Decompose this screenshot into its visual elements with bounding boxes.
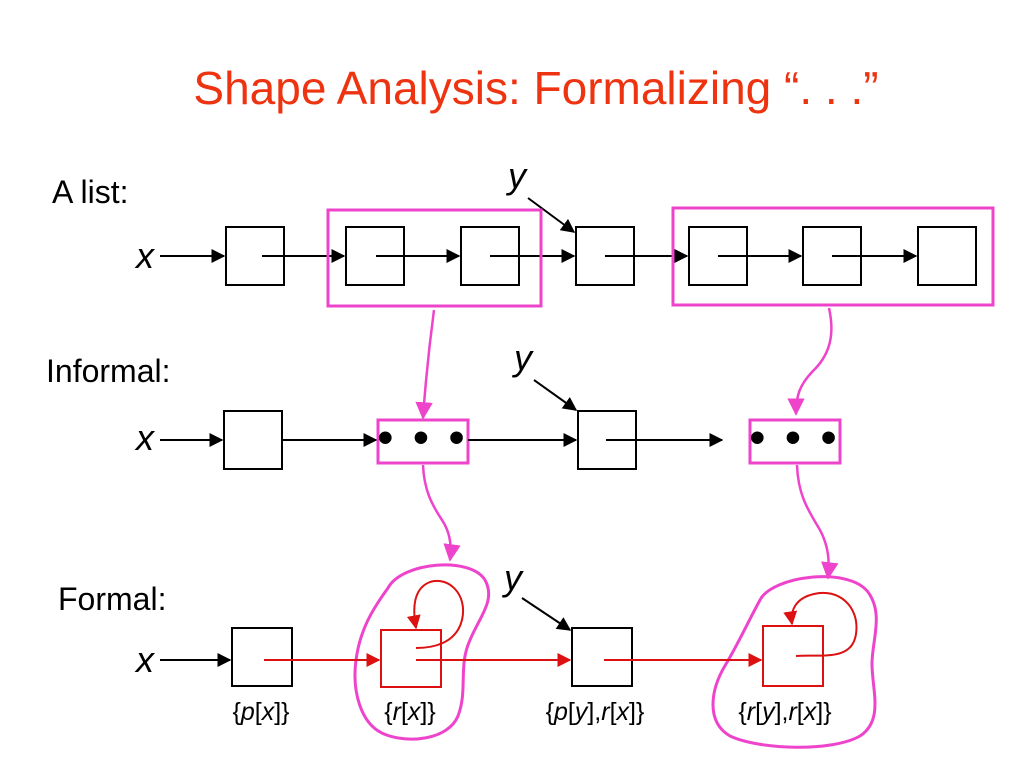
map-arrow-group2-to-dots2 (787, 307, 833, 416)
informal-var-x: x (134, 417, 156, 458)
annotation-variable: y (760, 698, 776, 726)
formal-row: Formal: x y {p[x]} {r[x]} {p[y],r[x]} {r… (58, 557, 878, 749)
annotation-symbol: [ (401, 698, 408, 726)
annotation-symbol: { (384, 698, 392, 726)
annotation-symbol: ] (274, 698, 281, 726)
annotation-symbol: [ (568, 698, 575, 726)
map-arrow-group1-to-dots1 (415, 309, 436, 420)
informal-dots-box-2 (748, 418, 842, 465)
annotation-symbol: { (546, 698, 554, 726)
formal-var-y: y (501, 557, 524, 598)
list-row: A list: x y (52, 155, 995, 308)
annotation-variable: r (393, 698, 403, 726)
annotation-symbol: ] (816, 698, 823, 726)
annotation-variable: p (240, 698, 255, 726)
slide-title: Shape Analysis: Formalizing “. . .” (193, 62, 878, 114)
informal-node-1 (223, 410, 283, 470)
list-var-x: x (134, 235, 156, 276)
annotation-variable: p (553, 698, 568, 726)
annotation-symbol: [ (755, 698, 762, 726)
formal-node-1 (231, 627, 293, 687)
informal-row: Informal: x y • • • • • • (46, 337, 842, 470)
annotation-symbol: { (738, 698, 746, 726)
formal-summary-node-1-annotation: {r[x]} (384, 698, 435, 726)
formal-summary-blob-2 (711, 575, 878, 749)
annotation-symbol: { (232, 698, 240, 726)
annotation-variable: y (573, 698, 589, 726)
informal-row-label: Informal: (46, 353, 170, 389)
annotation-variable: x (616, 698, 631, 726)
formal-self-loop-2 (783, 591, 858, 657)
formal-summary-node-1 (380, 629, 442, 688)
formal-node-2 (571, 627, 633, 687)
annotation-variable: x (407, 698, 422, 726)
annotation-variable: r (601, 698, 611, 726)
formal-self-loop-1 (406, 579, 465, 649)
annotation-symbol: [ (255, 698, 262, 726)
annotation-symbol: ], (587, 698, 601, 726)
informal-dots-2: • • • (750, 413, 841, 462)
list-y-pointer-arrow (527, 197, 576, 233)
annotation-variable: r (788, 698, 798, 726)
annotation-variable: x (261, 698, 276, 726)
annotation-symbol: [ (610, 698, 617, 726)
list-group-box-1 (326, 208, 543, 308)
formal-node-2-annotation: {p[y],r[x]} (546, 698, 645, 726)
annotation-symbol: } (823, 698, 831, 726)
informal-dots-1: • • • (378, 413, 469, 462)
formal-y-pointer-arrow (521, 597, 572, 631)
list-row-label: A list: (52, 174, 128, 210)
informal-var-y: y (511, 337, 534, 378)
annotation-symbol: } (281, 698, 289, 726)
list-group-box-2 (671, 206, 995, 307)
formal-row-label: Formal: (58, 581, 166, 617)
annotation-symbol: } (427, 698, 435, 726)
annotation-symbol: ] (629, 698, 636, 726)
formal-node-1-annotation: {p[x]} (232, 698, 289, 726)
list-node-7 (917, 226, 977, 286)
informal-dots-box-1 (376, 418, 470, 465)
formal-var-x: x (134, 639, 156, 680)
annotation-symbol: ] (420, 698, 427, 726)
annotation-variable: r (747, 698, 757, 726)
list-var-y: y (505, 155, 528, 196)
annotation-symbol: [ (797, 698, 804, 726)
annotation-symbol: } (636, 698, 644, 726)
map-arrow-dots2-to-summary2 (795, 464, 839, 580)
annotation-variable: x (803, 698, 818, 726)
annotation-symbol: ], (775, 698, 789, 726)
formal-summary-node-2-annotation: {r[y],r[x]} (738, 698, 831, 726)
informal-y-pointer-arrow (533, 379, 578, 411)
map-arrow-dots1-to-summary1 (421, 464, 461, 562)
